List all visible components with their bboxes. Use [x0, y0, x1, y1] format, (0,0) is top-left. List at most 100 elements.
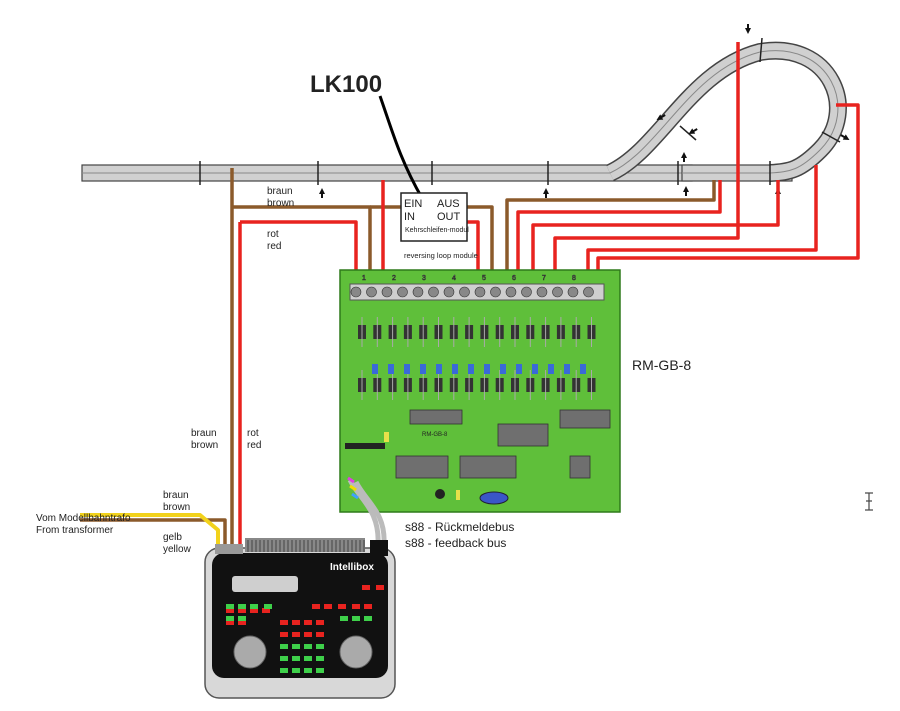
key-green — [292, 656, 300, 661]
lk100-title: LK100 — [310, 71, 382, 98]
rm-gb-8-label: RM-GB-8 — [632, 357, 691, 373]
terminal-screw — [536, 286, 548, 298]
terminal-screw — [521, 286, 532, 298]
track — [81, 24, 850, 198]
labels: LK100 EIN AUS IN OUT Kehrschleifen-modul… — [36, 71, 691, 573]
key-red — [316, 620, 324, 625]
terminal-screw — [381, 286, 393, 298]
wire-label-rot-top: rot — [267, 229, 279, 240]
lk100-out-en: OUT — [437, 211, 461, 223]
wire-label-red-top: red — [267, 241, 281, 252]
lk100-module — [400, 192, 468, 242]
key-red — [304, 620, 312, 625]
wire-label-brown-low: brown — [163, 502, 190, 513]
wire-label-braun-top: braun — [267, 186, 293, 197]
key-green — [226, 616, 234, 621]
key-red — [316, 632, 324, 637]
lk100-in-de: EIN — [404, 198, 422, 210]
resistor — [468, 364, 474, 374]
key-green — [316, 668, 324, 673]
terminal-screw — [459, 286, 470, 298]
terminal-screw — [474, 286, 486, 298]
terminal-screw — [350, 286, 362, 298]
terminal-screw — [583, 286, 594, 298]
s88-label-de: s88 - Rückmeldebus — [405, 520, 514, 534]
terminal-screw — [366, 286, 377, 298]
resistor — [580, 364, 586, 374]
key-red — [338, 604, 346, 609]
feeder-label-en: From transformer — [36, 525, 114, 536]
key-red — [238, 620, 246, 625]
wire-label-yellow: yellow — [163, 544, 192, 555]
key-red — [280, 620, 288, 625]
key-green — [238, 616, 246, 621]
wire-label-braun-low: braun — [163, 490, 189, 501]
port-number: 3 — [422, 275, 426, 282]
terminal-screw — [552, 286, 563, 298]
cursor-icon — [865, 492, 873, 511]
key-red — [362, 585, 370, 590]
key-green — [304, 668, 312, 673]
terminal-screw — [567, 286, 579, 298]
lk100-name-en: reversing loop module — [404, 251, 478, 260]
key-red — [262, 608, 270, 613]
key-green — [316, 644, 324, 649]
key-green — [340, 616, 348, 621]
port-number: 8 — [572, 275, 576, 282]
key-red — [280, 632, 288, 637]
key-red — [352, 604, 360, 609]
key-red — [304, 632, 312, 637]
intellibox-brand: Intellibox — [330, 562, 374, 573]
terminal-screw — [397, 286, 408, 298]
resistor — [500, 364, 506, 374]
key-red — [292, 632, 300, 637]
key-green — [304, 656, 312, 661]
port-number: 7 — [542, 275, 546, 282]
key-red — [324, 604, 332, 609]
resistor — [404, 364, 410, 374]
resistor — [436, 364, 442, 374]
resistor — [484, 364, 490, 374]
resistor — [372, 364, 378, 374]
rm-gb-8-chip-label: RM-GB-8 — [422, 432, 448, 438]
resistor — [516, 364, 522, 374]
wire-label-braun-mid: braun — [191, 428, 217, 439]
resistor — [564, 364, 570, 374]
port-number: 5 — [482, 275, 486, 282]
key-green — [364, 616, 372, 621]
lk100-in-en: IN — [404, 211, 415, 223]
key-green — [280, 656, 288, 661]
key-green — [292, 668, 300, 673]
wire-label-brown-top: brown — [267, 198, 294, 209]
key-green — [280, 644, 288, 649]
terminal-screw — [505, 286, 517, 298]
port-number: 2 — [392, 275, 396, 282]
resistor — [388, 364, 394, 374]
key-red — [364, 604, 372, 609]
key-red — [292, 620, 300, 625]
lk100-name-de: Kehrschleifen-modul — [405, 227, 469, 234]
key-red — [376, 585, 384, 590]
key-green — [292, 644, 300, 649]
resistor — [548, 364, 554, 374]
key-green — [352, 616, 360, 621]
key-green — [316, 656, 324, 661]
terminal-screw — [412, 286, 424, 298]
resistor — [420, 364, 426, 374]
key-green — [250, 604, 258, 609]
key-green — [264, 604, 272, 609]
wire-label-brown-mid: brown — [191, 440, 218, 451]
key-red — [238, 608, 246, 613]
key-red — [312, 604, 320, 609]
resistor — [452, 364, 458, 374]
key-red — [250, 608, 258, 613]
lk100-pointer-line — [378, 95, 424, 199]
key-green — [304, 644, 312, 649]
feeder-label-de: Vom Modellbahntrafo — [36, 513, 131, 524]
intellibox — [204, 538, 396, 699]
key-green — [238, 604, 246, 609]
port-number: 1 — [362, 275, 366, 282]
